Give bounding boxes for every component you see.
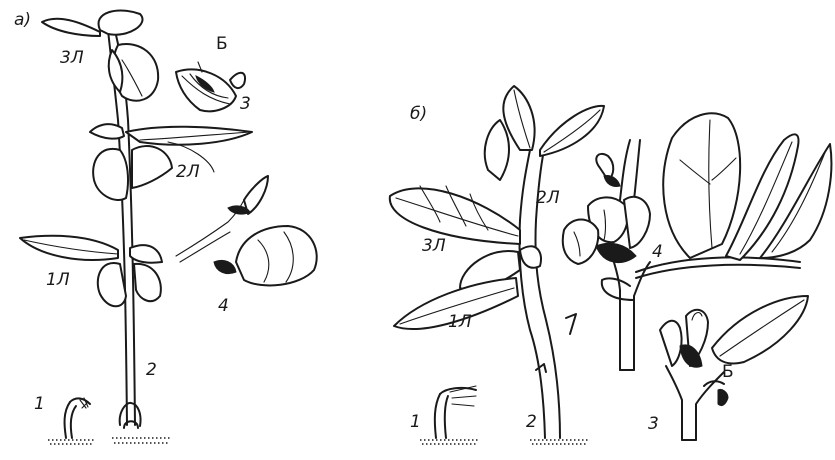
panel-b-bud-label: Б <box>722 364 734 381</box>
panel-a-flower-3 <box>176 62 245 111</box>
panel-a-drawing <box>20 11 317 444</box>
panel-b-leaf-label-2: 2Л <box>536 190 560 207</box>
panel-b-stage-label-4: 4 <box>652 244 663 261</box>
panel-b-seedling-1 <box>420 386 480 444</box>
panel-b-leaf-label-1: 1Л <box>448 314 472 331</box>
panel-a-stage-label-2: 2 <box>146 362 157 379</box>
panel-a-leaf-label-2: 2Л <box>176 164 200 181</box>
panel-a-leaf-label-1: 1Л <box>46 272 70 289</box>
panel-a-stage-label-3: 3 <box>240 96 251 113</box>
panel-b-stage-label-3: 3 <box>648 416 659 433</box>
panel-b-stage-label-2: 2 <box>526 414 537 431</box>
panel-b-label: б) <box>410 106 427 123</box>
panel-a-stage-label-1: 1 <box>34 396 45 413</box>
panel-b-leaf-label-3: 3Л <box>422 238 446 255</box>
panel-a-bud-label: Б <box>216 36 228 53</box>
panel-a-seedling-1 <box>48 398 95 444</box>
panel-a-label: а) <box>14 12 31 29</box>
panel-b-drawing <box>390 86 832 444</box>
panel-a-flower-4 <box>176 176 317 285</box>
panel-b-plant-2 <box>390 86 604 444</box>
panel-b-flower-3 <box>660 296 808 440</box>
panel-b-stage-label-1: 1 <box>410 414 421 431</box>
panel-a-stage-label-4: 4 <box>218 298 229 315</box>
panel-a-leaf-label-3: 3Л <box>60 50 84 67</box>
